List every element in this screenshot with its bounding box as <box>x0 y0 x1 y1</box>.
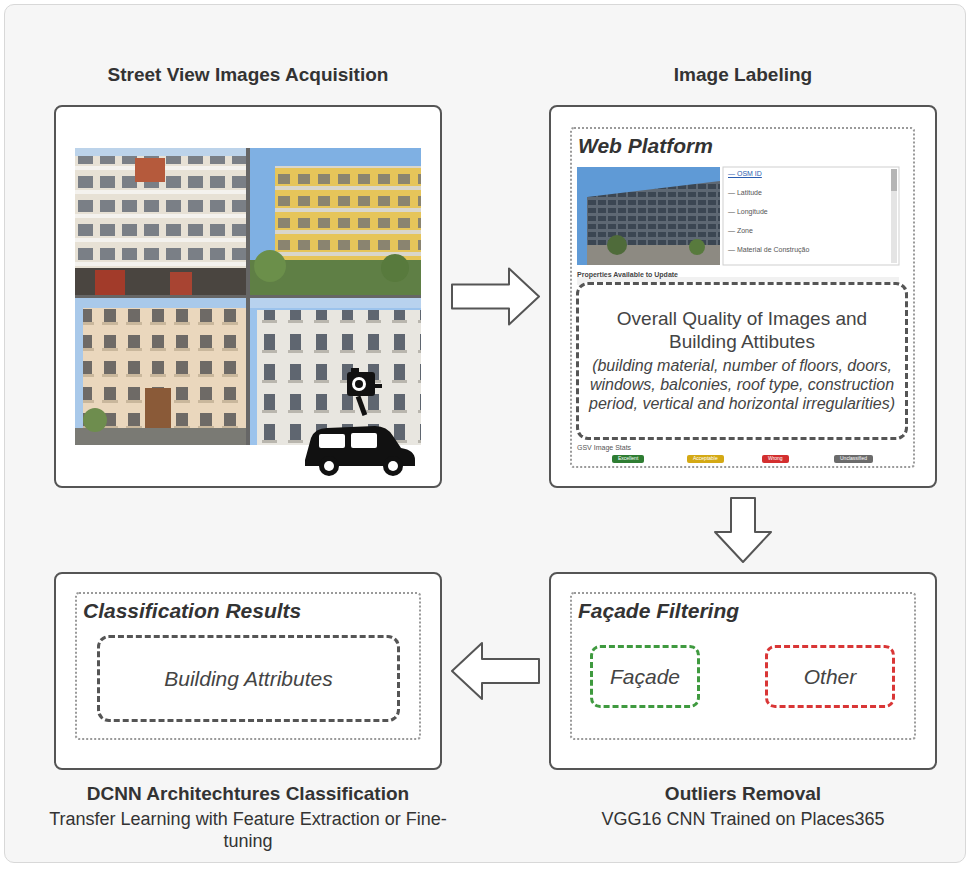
status-button: Unclassified <box>834 455 873 463</box>
street-view-photos <box>75 148 421 473</box>
node-title: Outliers Removal <box>541 782 945 806</box>
filter-box: Façade FilteringFaçade Other <box>570 592 916 740</box>
stage-heading: DCNN Architechtures ClassificationTransf… <box>46 782 450 853</box>
section-label: GSV Image Stats <box>577 444 631 452</box>
field-label: — Latitude <box>728 189 762 197</box>
class-box: Other <box>765 645 895 708</box>
section-label: Properties Available to Update <box>577 271 678 279</box>
class-box: Façade <box>590 645 700 708</box>
field-label: — Material de Construção <box>728 246 809 254</box>
node-subtitle: (building material, number of floors, do… <box>587 356 897 414</box>
results-box: Classification ResultsBuilding Attribute… <box>75 592 421 740</box>
node-subtitle: Transfer Learning with Feature Extractio… <box>46 809 450 853</box>
platform-box: Web PlatformOverall Quality of Images an… <box>570 127 915 468</box>
node-title: Classification Results <box>77 594 419 623</box>
node-title: Building Attributes <box>164 666 332 691</box>
stage-panel: Street View Images Acquisition <box>54 105 442 488</box>
stage-panel: DCNN Architechtures ClassificationTransf… <box>54 572 442 770</box>
node-title: Image Labeling <box>521 63 965 87</box>
attribute-box: Overall Quality of Images and Building A… <box>576 282 908 440</box>
field-label: — Zone <box>728 227 753 235</box>
stage-panel: Outliers RemovalVGG16 CNN Trained on Pla… <box>549 572 937 770</box>
node-title: Street View Images Acquisition <box>26 63 470 87</box>
attribute-box: Building Attributes <box>97 635 400 722</box>
field-label: — OSM ID <box>728 170 762 178</box>
status-button: Wrong <box>762 455 789 463</box>
flow-arrow <box>715 498 771 562</box>
stage-heading: Street View Images Acquisition <box>26 63 470 87</box>
flow-arrow <box>452 643 539 699</box>
node-title: Façade <box>610 664 680 689</box>
stage-panel: Image Labeling Web PlatformOverall Quali… <box>549 105 937 488</box>
field-label: — Longitude <box>728 208 768 216</box>
node-title: Façade Filtering <box>572 594 914 623</box>
node-title: Overall Quality of Images and Building A… <box>587 308 897 354</box>
node-title: DCNN Architechtures Classification <box>46 782 450 806</box>
node-subtitle: VGG16 CNN Trained on Places365 <box>541 809 945 831</box>
status-button: Acceptable <box>687 455 724 463</box>
flow-arrow <box>452 269 539 325</box>
stage-heading: Image Labeling <box>521 63 965 87</box>
node-title: Other <box>804 664 857 689</box>
status-button: Excellent <box>612 455 644 463</box>
stage-heading: Outliers RemovalVGG16 CNN Trained on Pla… <box>541 782 945 831</box>
node-title: Web Platform <box>572 129 913 158</box>
